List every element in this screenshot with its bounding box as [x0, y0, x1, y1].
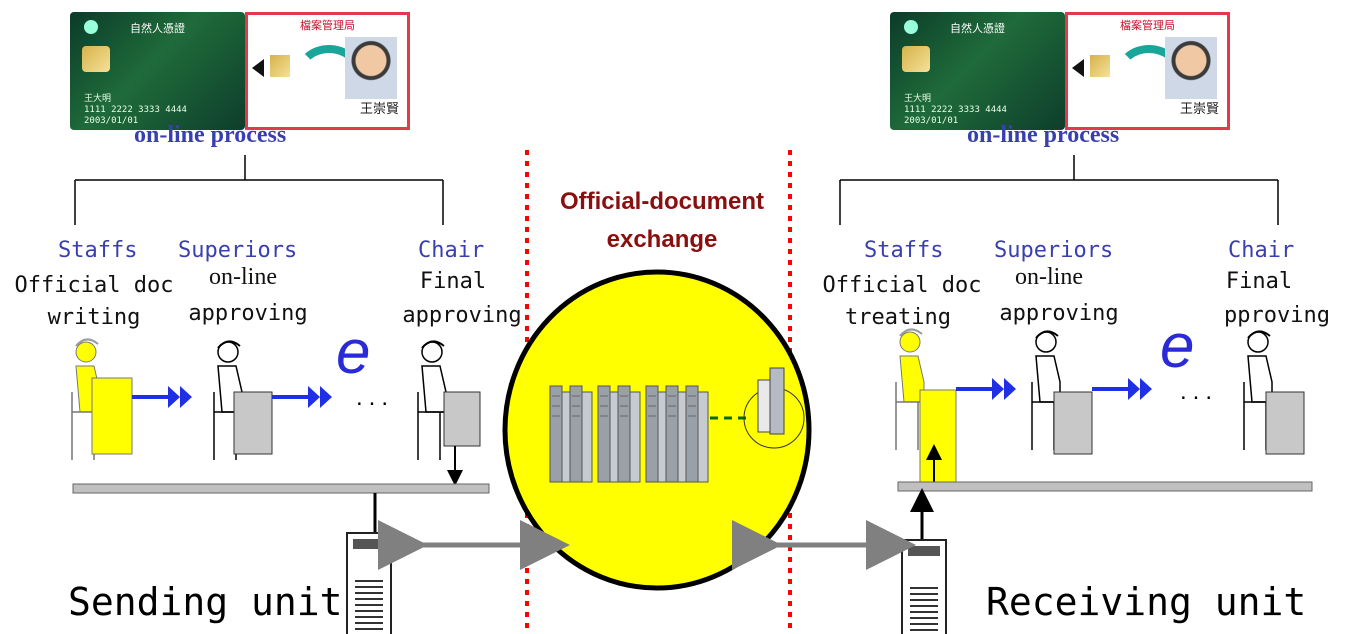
portrait-photo	[345, 37, 397, 99]
exchange-server-racks	[549, 385, 709, 483]
left-lan-bar	[72, 483, 490, 494]
right-chair-figure	[1243, 330, 1305, 455]
right-ellipsis: ...	[1180, 378, 1219, 405]
left-flow-arrow-1	[132, 386, 192, 408]
exchange-gateway-device	[757, 367, 785, 435]
left-role-superiors: Superiors	[178, 238, 298, 263]
left-e-symbol: e	[336, 318, 371, 387]
right-superior-figure	[1031, 330, 1093, 455]
right-e-symbol: e	[1160, 312, 1195, 381]
archives-card-image: 檔案管理局 王崇賢	[245, 12, 410, 130]
right-superior-desc-line2: approving	[999, 301, 1119, 326]
right-chair-desc-line2: pproving	[1224, 303, 1330, 328]
right-superior-desc-line1: on-line	[1015, 264, 1083, 290]
right-flow-arrow-2	[1092, 378, 1152, 400]
left-ellipsis: ...	[356, 384, 395, 411]
left-server-tower	[346, 532, 392, 634]
right-chair-desc-line1: Final	[1225, 269, 1293, 294]
right-process-bracket	[839, 155, 1279, 225]
left-process-label: on-line process	[134, 122, 287, 148]
left-chair-desc-line2: approving	[402, 303, 522, 328]
right-server-tower	[901, 539, 947, 634]
right-lan-bar	[897, 481, 1313, 492]
left-chair-figure	[417, 340, 481, 461]
left-superior-desc-line2: approving	[188, 301, 308, 326]
left-superior-figure	[213, 340, 273, 461]
left-staff-figure	[71, 338, 133, 461]
portrait-photo	[1165, 37, 1217, 99]
right-staff-desc-line1: Official doc	[822, 273, 982, 298]
left-role-chair: Chair	[418, 238, 485, 263]
exchange-title-line2: exchange	[606, 226, 718, 253]
right-role-staffs: Staffs	[864, 238, 944, 263]
left-flow-arrow-2	[272, 386, 332, 408]
left-role-staffs: Staffs	[58, 238, 138, 263]
left-chair-desc-line1: Final	[419, 269, 487, 294]
exchange-title-line1: Official-document	[559, 188, 764, 215]
left-superior-desc-line1: on-line	[209, 264, 277, 290]
sending-unit-label: Sending unit	[68, 580, 343, 624]
right-flow-arrow-1	[956, 378, 1016, 400]
left-staff-desc-line1: Official doc	[14, 273, 174, 298]
right-staff-desc-line2: treating	[845, 305, 951, 330]
right-role-chair: Chair	[1228, 238, 1295, 263]
receiving-unit-label: Receiving unit	[986, 580, 1307, 624]
left-process-bracket	[74, 155, 444, 225]
right-role-superiors: Superiors	[994, 238, 1114, 263]
left-staff-desc-line2: writing	[47, 305, 141, 330]
right-process-label: on-line process	[967, 122, 1120, 148]
right-staff-figure	[895, 328, 957, 483]
archives-card-image: 檔案管理局 王崇賢	[1065, 12, 1230, 130]
